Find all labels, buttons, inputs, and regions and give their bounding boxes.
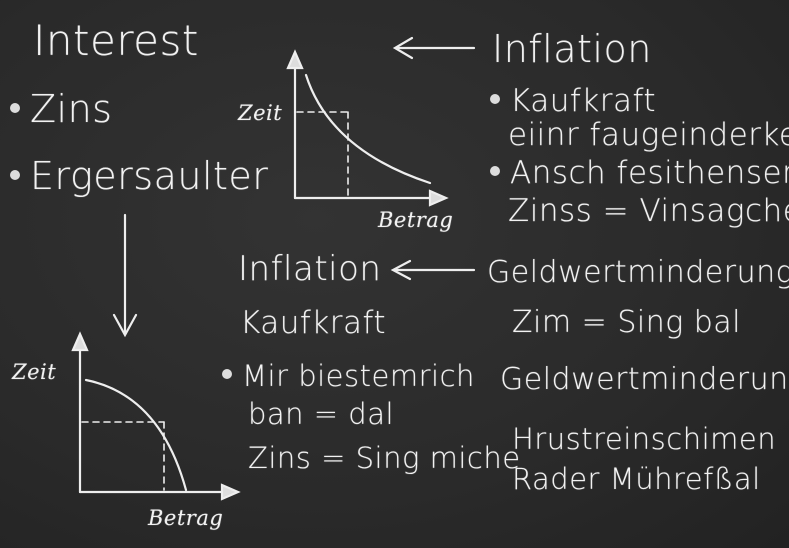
right-line-4: Hrustreinschimen bbox=[512, 422, 777, 456]
bullet-text: Mir biestemrich bbox=[242, 359, 475, 393]
bullet-icon bbox=[490, 93, 500, 104]
middle-subtitle: Kaufkraft bbox=[240, 305, 387, 341]
top-right-bullet-2: Ansch fesithensen bbox=[490, 158, 789, 189]
bullet-text: Kaufkraft bbox=[510, 83, 657, 119]
right-line-5: Rader Mührefßal bbox=[512, 462, 761, 496]
graph-top-dashed-guides bbox=[296, 111, 349, 197]
graph-top-axes bbox=[286, 49, 449, 207]
middle-line-3: Zins = Sing miche bbox=[248, 441, 521, 475]
graph-bottom-axes bbox=[71, 331, 241, 501]
right-line-3: Geldwertminderung bbox=[500, 362, 789, 397]
graph-bottom-y-label: Zeit bbox=[12, 360, 57, 384]
graph-top-curve bbox=[304, 73, 432, 185]
right-line-2: Zim = Sing bal bbox=[512, 305, 742, 340]
graph-bottom-dashed-guides bbox=[81, 421, 165, 491]
bullet-text: Zins bbox=[30, 87, 113, 131]
left-arrow-icon bbox=[392, 36, 476, 60]
bullet-zins: Zins bbox=[10, 90, 112, 128]
right-line-1: Geldwertminderung bbox=[487, 255, 789, 290]
middle-title: Inflation bbox=[238, 249, 382, 289]
bullet-ergersaulter: Ergersaulter bbox=[10, 157, 268, 195]
middle-line-2: ban = dal bbox=[248, 397, 395, 431]
top-right-bullet-1: Kaufkraft bbox=[490, 86, 656, 117]
bullet-text: Ergersaulter bbox=[30, 154, 269, 198]
bullet-icon bbox=[10, 102, 20, 113]
bullet-icon bbox=[10, 169, 20, 180]
graph-bottom-curve bbox=[84, 378, 188, 492]
bullet-icon bbox=[490, 165, 500, 176]
top-right-line-2: eiinr faugeinderken bbox=[508, 117, 789, 153]
bullet-text: Ansch fesithensen bbox=[510, 155, 789, 191]
middle-bullet: Mir biestemrich bbox=[222, 362, 475, 391]
title-interest: Interest bbox=[33, 16, 199, 65]
down-arrow-icon bbox=[112, 213, 138, 338]
graph-top-x-label: Betrag bbox=[378, 208, 454, 232]
top-right-line-4: Zinss = Vinsagchen bbox=[508, 193, 789, 229]
graph-bottom-x-label: Betrag bbox=[148, 506, 224, 530]
graph-top-y-label: Zeit bbox=[238, 101, 283, 125]
left-arrow-icon bbox=[390, 259, 476, 281]
bullet-icon bbox=[222, 369, 232, 379]
top-right-title: Inflation bbox=[492, 27, 652, 71]
